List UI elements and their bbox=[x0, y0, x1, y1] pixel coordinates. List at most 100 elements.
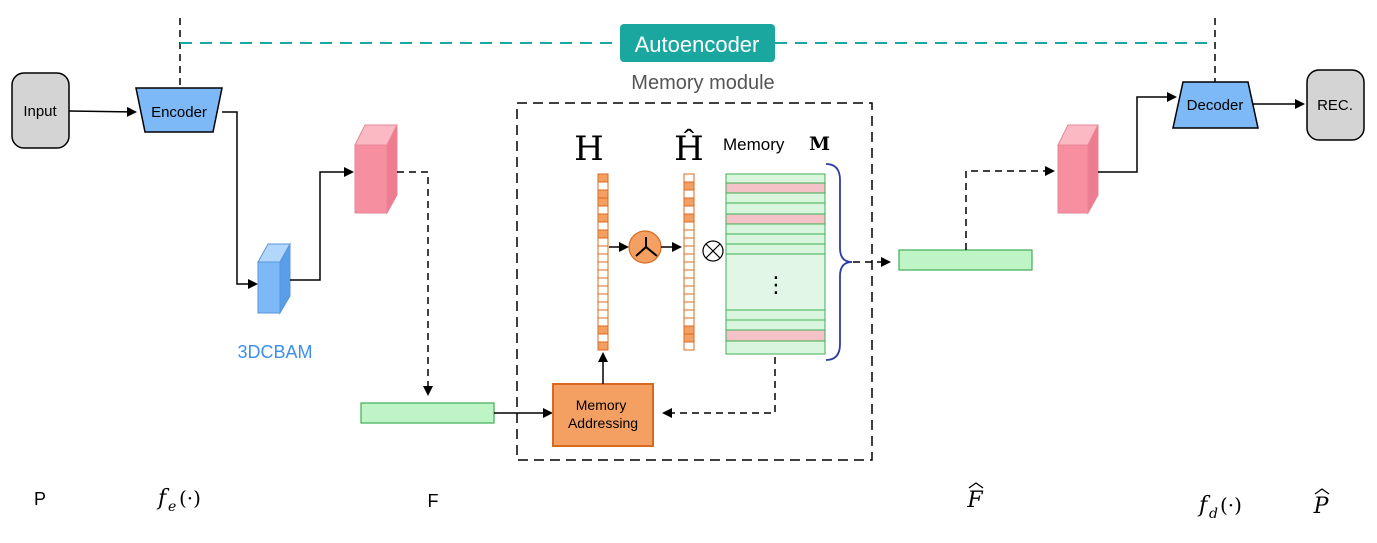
vector-cell bbox=[683, 213, 695, 223]
vector-cell bbox=[683, 269, 695, 279]
reconstruction-label: REC. bbox=[1317, 97, 1353, 114]
memory-symbol: M bbox=[809, 133, 830, 155]
vector-cell bbox=[597, 181, 609, 191]
memory-matrix bbox=[725, 173, 826, 355]
attention-cube bbox=[257, 242, 291, 315]
label-fd: f d (·) bbox=[1197, 493, 1242, 522]
vector-cell bbox=[683, 173, 695, 183]
vector-cell bbox=[683, 317, 695, 327]
autoencoder-badge bbox=[620, 24, 775, 62]
svg-text:(·): (·) bbox=[1220, 493, 1242, 517]
vector-cell bbox=[597, 309, 609, 319]
label-p-hat: P bbox=[1313, 488, 1330, 519]
memory-slot bbox=[725, 243, 826, 255]
vector-cell bbox=[597, 173, 609, 183]
memory-slot bbox=[725, 233, 826, 245]
label-p: P bbox=[34, 489, 46, 509]
vector-cell bbox=[683, 293, 695, 303]
vector-cell bbox=[597, 341, 609, 351]
vector-cell bbox=[683, 285, 695, 295]
memory-slot bbox=[725, 309, 826, 321]
vector-cell bbox=[683, 181, 695, 191]
vector-cell bbox=[597, 269, 609, 279]
label-fe: f e (·) bbox=[156, 486, 201, 515]
svg-text:P: P bbox=[1313, 494, 1330, 519]
memory-slot bbox=[725, 319, 826, 331]
vector-cell bbox=[597, 189, 609, 199]
encoder-block: Encoder bbox=[135, 87, 223, 133]
label-f-hat: F bbox=[966, 482, 984, 513]
vector-cell bbox=[597, 301, 609, 311]
vector-cell bbox=[683, 189, 695, 199]
vector-cell bbox=[597, 245, 609, 255]
vector-cell bbox=[597, 205, 609, 215]
memory-slot bbox=[725, 223, 826, 235]
vector-cell bbox=[683, 197, 695, 207]
memory-slot bbox=[725, 340, 826, 355]
feature-vector-f-hat bbox=[898, 249, 1033, 271]
vector-cell bbox=[683, 221, 695, 231]
decoder-label: Decoder bbox=[1187, 97, 1244, 114]
feature-cube-decoder bbox=[1057, 124, 1099, 215]
memory-label: Memory bbox=[723, 135, 785, 154]
vector-cell bbox=[597, 229, 609, 239]
memory-slot bbox=[725, 192, 826, 204]
memory-module-box bbox=[516, 102, 873, 461]
input-node: Input bbox=[11, 72, 70, 149]
vector-cell bbox=[683, 325, 695, 335]
vector-cell bbox=[683, 309, 695, 319]
vector-cell bbox=[597, 221, 609, 231]
svg-text:d: d bbox=[1209, 506, 1218, 522]
vector-cell bbox=[597, 197, 609, 207]
memory-slot bbox=[725, 202, 826, 215]
feature-cube-encoder bbox=[354, 124, 398, 215]
memory-module-label: Memory module bbox=[631, 72, 774, 94]
vector-cell bbox=[597, 277, 609, 287]
vector-cell bbox=[597, 285, 609, 295]
h-hat-vector bbox=[683, 173, 695, 351]
reconstruction-node: REC. bbox=[1306, 69, 1365, 141]
vector-cell bbox=[597, 325, 609, 335]
memory-addressing-label: Memory Addressing bbox=[568, 397, 638, 431]
label-f: F bbox=[428, 491, 439, 511]
vector-cell bbox=[683, 245, 695, 255]
input-label: Input bbox=[23, 103, 57, 120]
vector-cell bbox=[683, 277, 695, 287]
decoder-block: Decoder bbox=[1172, 81, 1259, 129]
vector-cell bbox=[683, 205, 695, 215]
multiply-operator bbox=[702, 240, 724, 262]
vector-cell bbox=[597, 333, 609, 343]
memory-slot bbox=[725, 213, 826, 225]
memory-slot bbox=[725, 173, 826, 184]
feature-vector-f bbox=[360, 402, 495, 424]
autoencoder-title: Autoencoder bbox=[635, 32, 760, 57]
encoder-label: Encoder bbox=[151, 104, 207, 121]
vector-cell bbox=[597, 213, 609, 223]
vector-cell bbox=[597, 261, 609, 271]
h-vector bbox=[597, 173, 609, 351]
svg-text:e: e bbox=[168, 499, 176, 515]
vector-cell bbox=[683, 253, 695, 263]
vector-cell bbox=[683, 333, 695, 343]
vector-cell bbox=[683, 229, 695, 239]
h-hat-symbol: Ĥ bbox=[674, 128, 704, 169]
memory-slot bbox=[725, 329, 826, 342]
attention-label: 3DCBAM bbox=[237, 342, 312, 362]
autoencoder-bracket: Autoencoder bbox=[179, 18, 1216, 90]
memory-addressing-block: Memory Addressing bbox=[552, 383, 654, 447]
svg-text:F: F bbox=[966, 488, 983, 513]
vector-cell bbox=[683, 341, 695, 351]
vector-cell bbox=[597, 293, 609, 303]
memory-slot bbox=[725, 253, 826, 311]
vector-cell bbox=[683, 237, 695, 247]
svg-text:(·): (·) bbox=[179, 486, 201, 510]
vector-cell bbox=[683, 261, 695, 271]
h-symbol: H bbox=[574, 129, 604, 169]
vector-cell bbox=[597, 253, 609, 263]
memory-brace bbox=[825, 163, 853, 361]
vector-cell bbox=[597, 317, 609, 327]
shrinkage-operator bbox=[628, 230, 662, 264]
vector-cell bbox=[683, 301, 695, 311]
